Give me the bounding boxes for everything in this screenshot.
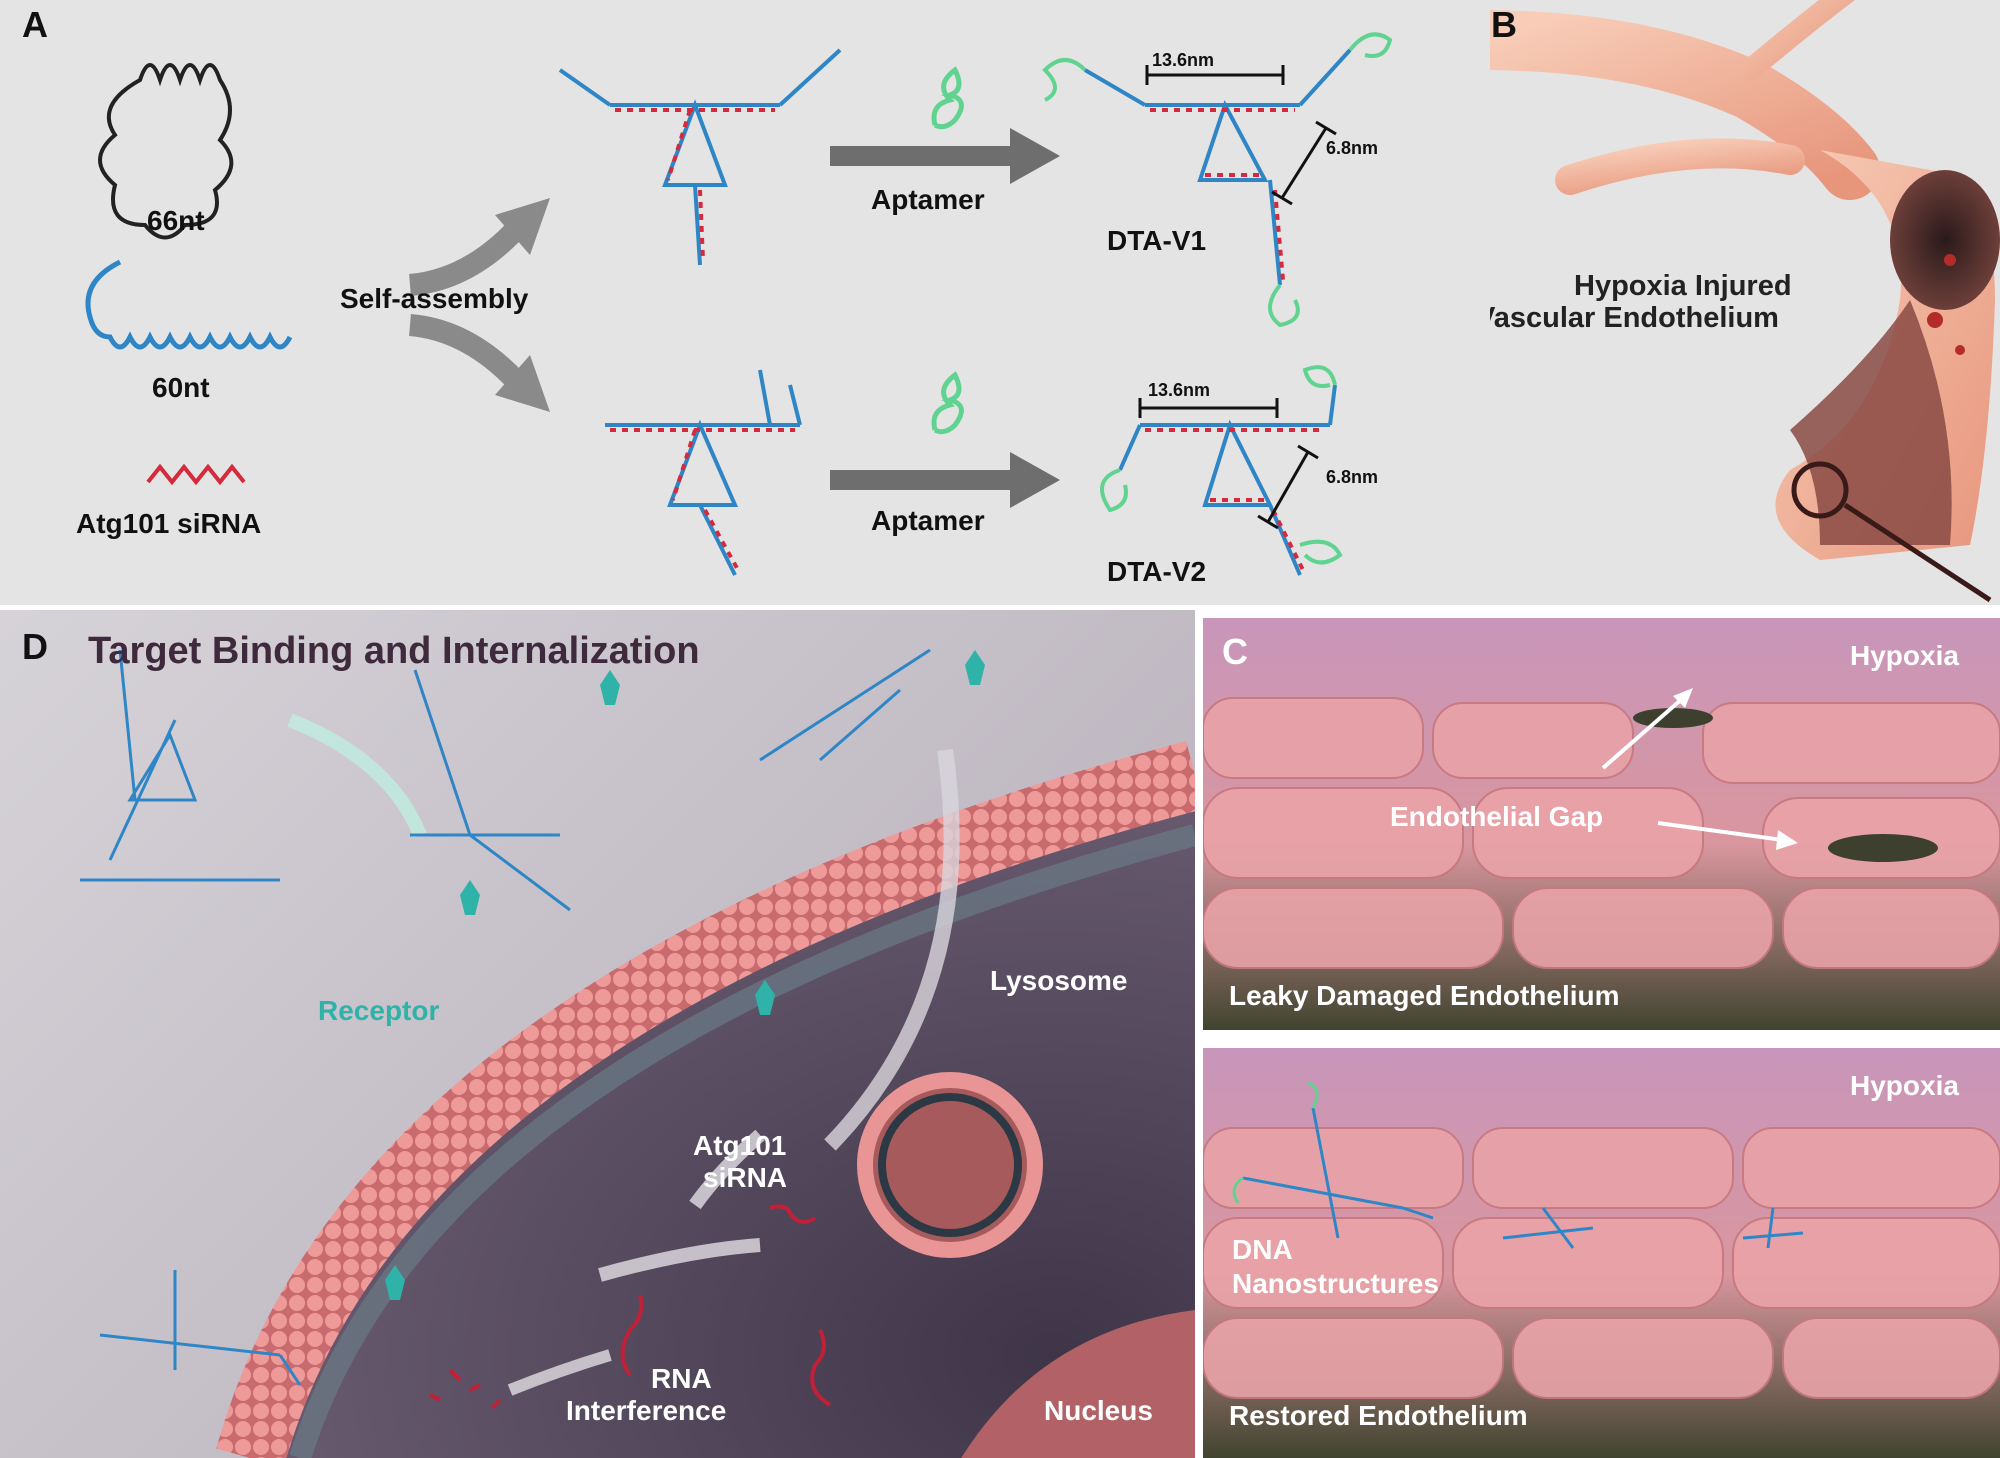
aptamer-label-top: Aptamer (871, 184, 985, 215)
zoom-circle-icon (1791, 461, 1849, 519)
aptamer-arrow-top (830, 128, 1060, 184)
hypoxia-label-top: Hypoxia (1850, 640, 1959, 671)
dta-v1-height: 6.8nm (1326, 138, 1379, 158)
panel-a-letter: A (22, 4, 48, 45)
dta-v2-height: 6.8nm (1326, 467, 1379, 487)
restored-caption: Restored Endothelium (1229, 1400, 1528, 1431)
assembly-arrow-up (408, 217, 529, 296)
gap-label: Endothelial Gap (1390, 801, 1604, 832)
hypoxia-label-bottom: Hypoxia (1850, 1070, 1959, 1101)
lysosome-icon (857, 1072, 1043, 1258)
leaky-caption: Leaky Damaged Endothelium (1229, 980, 1620, 1011)
leaky-endothelium-illustration (1203, 688, 2000, 969)
dta-v1-width: 13.6nm (1152, 50, 1215, 70)
cell-membrane (216, 741, 1195, 1458)
panel-c-letter: C (1222, 631, 1248, 672)
binding-arrow (287, 713, 427, 838)
strand-60nt-icon (85, 259, 293, 350)
cell-illustration (80, 648, 1195, 1458)
nucleus-label: Nucleus (1044, 1395, 1153, 1426)
panel-d-title: Target Binding and Internalization (88, 630, 700, 672)
panel-a-graphics (85, 32, 1393, 576)
rnai-label-line1: RNA (651, 1363, 712, 1394)
gap-arrow-1 (1601, 696, 1685, 770)
nano-label-line2: Nanostructures (1232, 1268, 1439, 1299)
panel-d: D Target Binding and Internalization Rec… (0, 610, 1195, 1458)
sirna-label-line1: Atg101 (693, 1130, 787, 1161)
dta-v1-structure (1042, 32, 1393, 328)
strand-66nt-icon (98, 63, 234, 240)
aptamer-icon-bottom (931, 371, 964, 435)
dna-nanostructure-bound (1232, 1081, 1804, 1249)
lysosome-label: Lysosome (990, 965, 1128, 996)
dta-v1-label: DTA-V1 (1107, 225, 1207, 256)
panel-d-letter: D (22, 626, 48, 667)
aptamer-icon-top (931, 66, 964, 130)
panel-b: B Hypoxia Injured Vascular Endothelium (1490, 0, 2000, 605)
aptamer-arrow-bottom (830, 452, 1060, 508)
internalization-arrow (824, 748, 960, 1151)
sirna-label: Atg101 siRNA (76, 508, 262, 539)
tetrahedron-plain-top (558, 48, 842, 266)
panel-a: A 66nt 60nt Atg101 siRNA Self-assembly A… (0, 0, 1490, 605)
panel-c-top: C Hypoxia Endothelial Gap Leaky Damaged … (1203, 618, 2000, 1030)
sirna-fragments (429, 1204, 832, 1410)
panel-b-letter: B (1491, 4, 1517, 45)
rnai-arrow-2 (598, 1238, 761, 1282)
dta-v2-structure (1100, 365, 1343, 576)
restored-endothelium-illustration (1203, 1081, 2000, 1399)
receptor-label: Receptor (318, 995, 440, 1026)
vessel-lumen (1890, 170, 2000, 310)
tetrahedron-plain-bottom (605, 369, 802, 576)
dna-nanostructure-floating (80, 648, 931, 1386)
strand-66nt-label: 66nt (147, 205, 205, 236)
rnai-arrow-3 (507, 1349, 612, 1396)
dta-v2-label: DTA-V2 (1107, 556, 1207, 587)
vessel-label-line1: Hypoxia Injured (1574, 270, 1792, 302)
vessel-label-line2: Vascular Endothelium (1490, 302, 1779, 334)
nucleus-icon (961, 1310, 1195, 1458)
receptor-icon (385, 650, 985, 1300)
dta-v2-width: 13.6nm (1148, 380, 1211, 400)
strand-60nt-label: 60nt (152, 372, 210, 403)
cell-interior (250, 775, 1195, 1458)
panel-c-bottom: Hypoxia DNA Nanostructures Restored Endo… (1203, 1048, 2000, 1458)
aptamer-label-bottom: Aptamer (871, 505, 985, 536)
rnai-arrow-1 (689, 1129, 765, 1210)
sirna-label-line2: siRNA (703, 1162, 788, 1193)
endothelial-gap-icon (1828, 834, 1938, 862)
gap-arrow-2 (1657, 821, 1784, 842)
self-assembly-label: Self-assembly (340, 283, 529, 314)
rnai-label-line2: Interference (566, 1395, 727, 1426)
assembly-arrow-down (408, 314, 529, 393)
nano-label-line1: DNA (1232, 1234, 1293, 1265)
sirna-icon (146, 463, 246, 486)
vessel-illustration (1490, 0, 2000, 603)
